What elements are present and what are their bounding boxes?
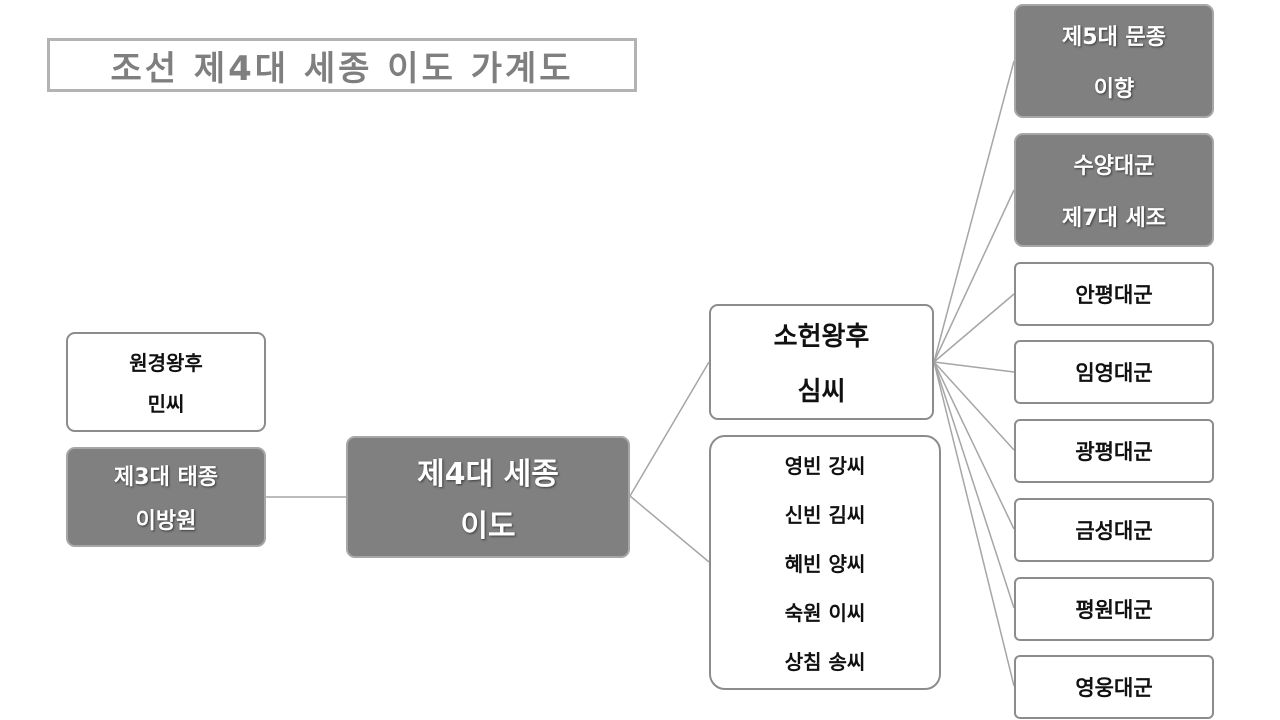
father-name: 이방원 <box>135 509 197 534</box>
subject-title: 제4대 세종 <box>417 457 559 492</box>
consort-name: 상침 송씨 <box>784 650 866 674</box>
son-node-5: 광평대군 <box>1014 419 1214 483</box>
mother-node: 원경왕후 민씨 <box>66 332 266 432</box>
son-node-8: 영웅대군 <box>1014 655 1214 719</box>
subject-node: 제4대 세종 이도 <box>346 436 630 558</box>
son-name: 이향 <box>1093 77 1135 102</box>
page-title: 조선 제4대 세종 이도 가계도 <box>47 38 637 92</box>
connector-queen-son-2 <box>933 189 1015 363</box>
father-node: 제3대 태종 이방원 <box>66 447 266 547</box>
son-title: 평원대군 <box>1075 598 1153 622</box>
son-title: 광평대군 <box>1075 440 1153 464</box>
consort-name: 신빈 김씨 <box>784 503 866 527</box>
subject-name: 이도 <box>460 509 516 544</box>
father-title: 제3대 태종 <box>114 465 218 490</box>
son-node-6: 금성대군 <box>1014 498 1214 562</box>
son-title: 금성대군 <box>1075 519 1153 543</box>
connector-queen-son-4 <box>933 361 1015 373</box>
queen-title: 소헌왕후 <box>773 322 870 352</box>
connector-queen-son-3 <box>933 293 1015 363</box>
son-title: 영웅대군 <box>1075 676 1153 700</box>
son-name: 제7대 세조 <box>1062 206 1166 231</box>
connector-queen-son-8 <box>933 361 1015 687</box>
connector-queen-son-5 <box>933 361 1015 451</box>
queen-name: 심씨 <box>797 377 846 407</box>
son-node-1: 제5대 문종 이향 <box>1014 4 1214 118</box>
connector-subject-consorts <box>629 495 710 563</box>
consorts-node: 영빈 강씨 신빈 김씨 혜빈 양씨 숙원 이씨 상침 송씨 <box>709 435 941 690</box>
queen-node: 소헌왕후 심씨 <box>709 304 934 420</box>
connector-subject-queen <box>629 361 710 497</box>
son-node-3: 안평대군 <box>1014 262 1214 326</box>
son-node-4: 임영대군 <box>1014 340 1214 404</box>
son-title: 임영대군 <box>1075 361 1153 385</box>
son-title: 수양대군 <box>1073 154 1155 179</box>
mother-title: 원경왕후 <box>129 351 203 375</box>
consort-name: 영빈 강씨 <box>784 454 866 478</box>
son-node-7: 평원대군 <box>1014 577 1214 641</box>
consort-name: 혜빈 양씨 <box>784 552 866 576</box>
connector-queen-son-7 <box>933 361 1015 609</box>
connector-queen-son-6 <box>933 361 1015 530</box>
son-title: 안평대군 <box>1075 283 1153 307</box>
connector-queen-son-1 <box>933 60 1015 363</box>
consort-name: 숙원 이씨 <box>784 601 866 625</box>
son-node-2: 수양대군 제7대 세조 <box>1014 133 1214 247</box>
son-title: 제5대 문종 <box>1062 25 1166 50</box>
mother-name: 민씨 <box>147 392 185 416</box>
